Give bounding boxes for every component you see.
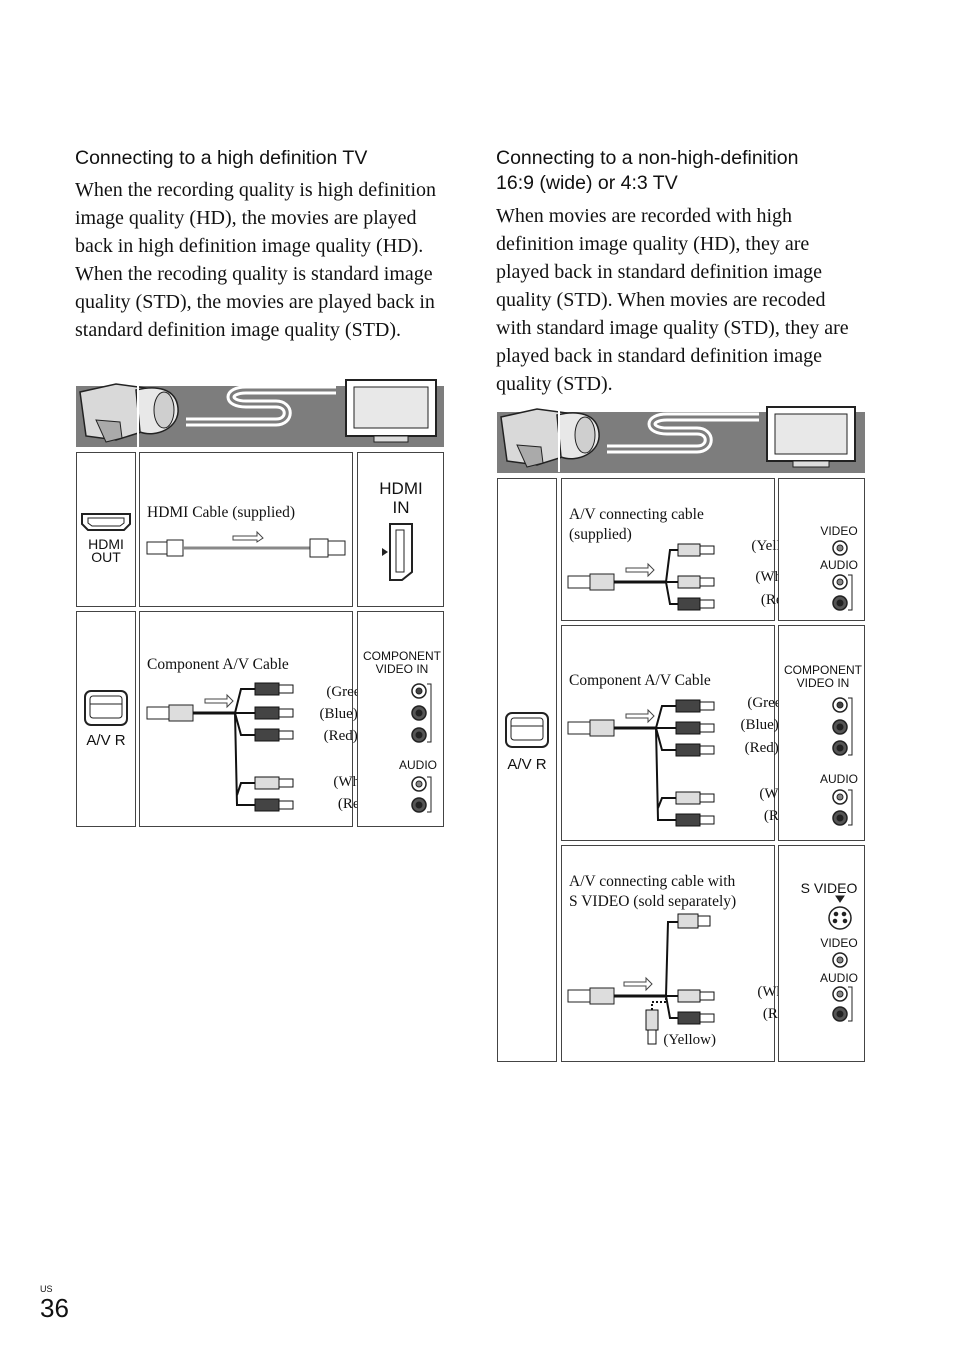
av-video-label: VIDEO bbox=[820, 524, 858, 538]
component-cable-label: Component A/V Cable bbox=[147, 656, 289, 673]
left-heading: Connecting to a high definition TV bbox=[75, 147, 368, 169]
right-heading-line1: Connecting to a non-high-definition bbox=[496, 147, 799, 169]
av-audio-label: AUDIO bbox=[819, 558, 858, 572]
component-tv-port-box bbox=[357, 611, 444, 827]
right-heading-line2: 16:9 (wide) or 4:3 TV bbox=[496, 172, 678, 194]
right-component-cable-illustration bbox=[567, 699, 715, 827]
right-component-video-in-label-2: VIDEO IN bbox=[796, 676, 850, 690]
right-component-jacks-icon bbox=[832, 697, 853, 826]
right-component-video-in-label-1: COMPONENT bbox=[784, 663, 862, 677]
right-component-audio-label: AUDIO bbox=[819, 772, 858, 786]
hdmi-in-port-icon bbox=[382, 523, 413, 581]
av-cable-label-1: A/V connecting cable bbox=[569, 506, 704, 523]
hdmi-out-label: HDMI OUT bbox=[88, 536, 124, 565]
av-remote-label: A/V R bbox=[86, 732, 126, 749]
region-label: US bbox=[40, 1284, 53, 1294]
component-video-in-label-1: COMPONENT bbox=[363, 649, 441, 663]
hdmi-cable-illustration bbox=[146, 530, 346, 558]
hdmi-in-label-1: HDMI bbox=[379, 479, 423, 498]
tv-icon bbox=[766, 406, 856, 468]
tv-icon bbox=[345, 379, 437, 443]
right-av-remote-label: A/V R bbox=[507, 756, 547, 773]
svideo-cable-label-2: S VIDEO (sold separately) bbox=[569, 893, 737, 910]
camcorder-icon bbox=[79, 383, 179, 443]
right-component-tv-port-box bbox=[778, 625, 865, 841]
svideo-port-label: S VIDEO bbox=[800, 880, 858, 896]
av-jacks-icon bbox=[832, 540, 853, 611]
left-banner-illustration bbox=[79, 379, 437, 447]
hdmi-cable-box bbox=[139, 452, 353, 607]
svideo-yellow-label: (Yellow) bbox=[663, 1032, 716, 1048]
svideo-jacks-icon bbox=[828, 895, 853, 1022]
page-number: 36 bbox=[40, 1293, 69, 1323]
component-jacks-icon bbox=[411, 683, 432, 813]
component-cable-illustration bbox=[146, 682, 294, 812]
av-cable-illustration bbox=[567, 543, 715, 611]
svideo-cable-label-1: A/V connecting cable with bbox=[569, 873, 736, 890]
av-cable-label-2: (supplied) bbox=[569, 526, 632, 543]
left-paragraph: When the recording quality is high defin… bbox=[75, 179, 437, 341]
svideo-video-label: VIDEO bbox=[820, 936, 858, 950]
hdmi-in-label-2: IN bbox=[392, 498, 410, 517]
av-tv-port-box bbox=[778, 478, 865, 621]
svideo-audio-label: AUDIO bbox=[819, 971, 858, 985]
av-remote-port-icon bbox=[84, 690, 128, 726]
right-paragraph: When movies are recorded with high defin… bbox=[496, 205, 849, 395]
svideo-cable-illustration bbox=[567, 913, 715, 1045]
hdmi-port-icon bbox=[81, 513, 131, 531]
right-component-cable-label: Component A/V Cable bbox=[569, 672, 711, 689]
component-audio-label: AUDIO bbox=[398, 758, 437, 772]
right-camera-port-box bbox=[497, 478, 557, 1062]
right-banner-illustration bbox=[500, 405, 856, 472]
av-remote-port-icon bbox=[505, 712, 549, 748]
hdmi-cable-label: HDMI Cable (supplied) bbox=[147, 504, 296, 521]
camcorder-icon bbox=[500, 408, 600, 468]
component-video-in-label-2: VIDEO IN bbox=[375, 662, 429, 676]
svideo-tv-port-box bbox=[778, 845, 865, 1062]
